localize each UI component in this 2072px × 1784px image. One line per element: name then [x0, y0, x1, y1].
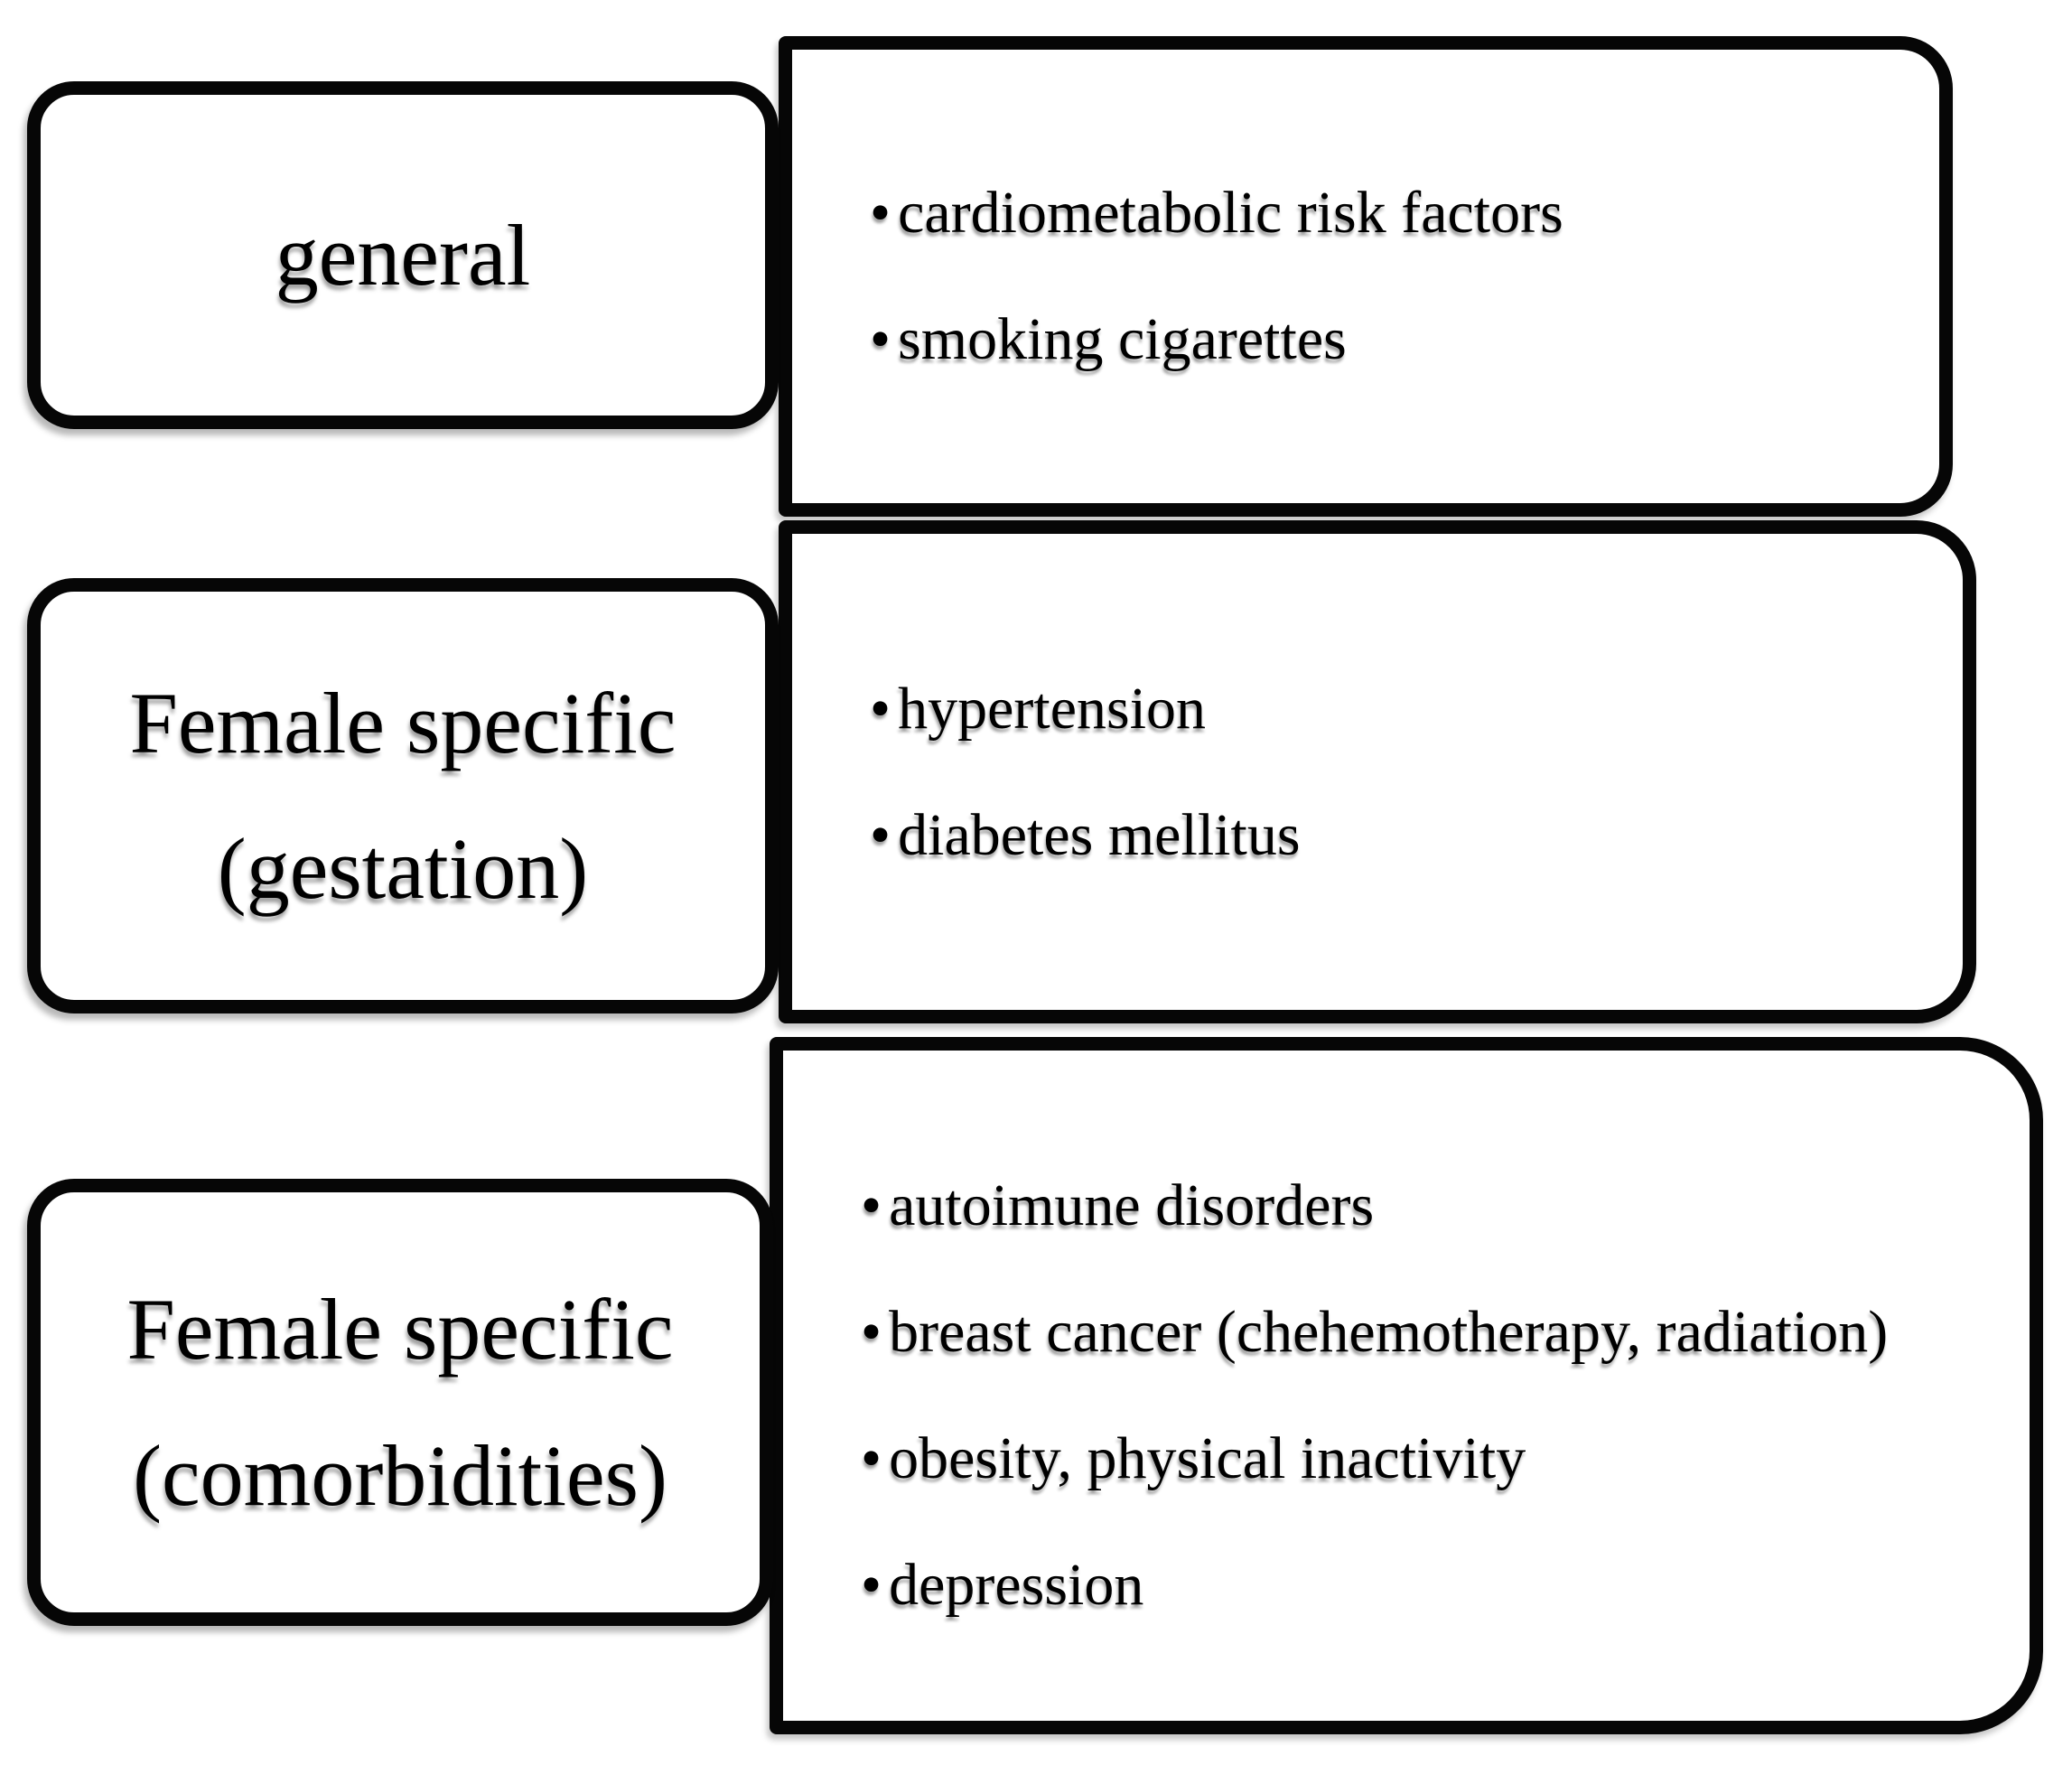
label-box-general: general	[27, 81, 779, 429]
bullet-text: depression	[889, 1552, 1144, 1618]
content-box-gestation: • hypertension • diabetes mellitus	[779, 520, 1976, 1023]
bullet-icon: •	[861, 1172, 882, 1238]
bullet-icon: •	[861, 1552, 882, 1618]
bullet-icon: •	[870, 306, 891, 372]
bullet-item: • smoking cigarettes	[870, 276, 1912, 403]
content-box-comorbidities: • autoimune disorders • breast cancer (c…	[770, 1037, 2043, 1734]
bullet-icon: •	[861, 1425, 882, 1491]
label-text: Female specific	[126, 1281, 674, 1378]
bullet-text: cardiometabolic risk factors	[898, 180, 1563, 246]
bullet-icon: •	[870, 180, 891, 246]
bullet-list: • autoimune disorders • breast cancer (c…	[783, 1143, 2030, 1649]
label-text: Female specific	[129, 674, 677, 771]
bullet-text: hypertension	[898, 675, 1207, 742]
label-box-female-gestation: Female specific (gestation)	[27, 578, 779, 1013]
bullet-item: • diabetes mellitus	[870, 772, 1936, 899]
label-text: (gestation)	[217, 820, 589, 917]
bullet-list: • cardiometabolic risk factors • smoking…	[792, 150, 1939, 403]
bullet-item: • depression	[861, 1522, 2002, 1649]
bullet-text: obesity, physical inactivity	[889, 1425, 1526, 1491]
bullet-text: breast cancer (chehemotherapy, radiation…	[889, 1299, 1889, 1365]
bullet-text: diabetes mellitus	[898, 801, 1301, 868]
bullet-icon: •	[870, 801, 891, 868]
bullet-item: • hypertension	[870, 646, 1936, 772]
label-box-female-comorbidities: Female specific (comorbidities)	[27, 1179, 773, 1626]
bullet-list: • hypertension • diabetes mellitus	[792, 646, 1963, 899]
bullet-icon: •	[870, 675, 891, 742]
content-box-general: • cardiometabolic risk factors • smoking…	[779, 36, 1953, 517]
label-text: (comorbidities)	[133, 1426, 667, 1524]
bullet-item: • autoimune disorders	[861, 1143, 2002, 1269]
bullet-item: • obesity, physical inactivity	[861, 1396, 2002, 1522]
bullet-item: • breast cancer (chehemotherapy, radiati…	[861, 1269, 2002, 1396]
bullet-text: smoking cigarettes	[898, 306, 1347, 372]
bullet-text: autoimune disorders	[889, 1172, 1375, 1238]
bullet-icon: •	[861, 1299, 882, 1365]
label-text: general	[275, 206, 531, 304]
bullet-item: • cardiometabolic risk factors	[870, 150, 1912, 276]
